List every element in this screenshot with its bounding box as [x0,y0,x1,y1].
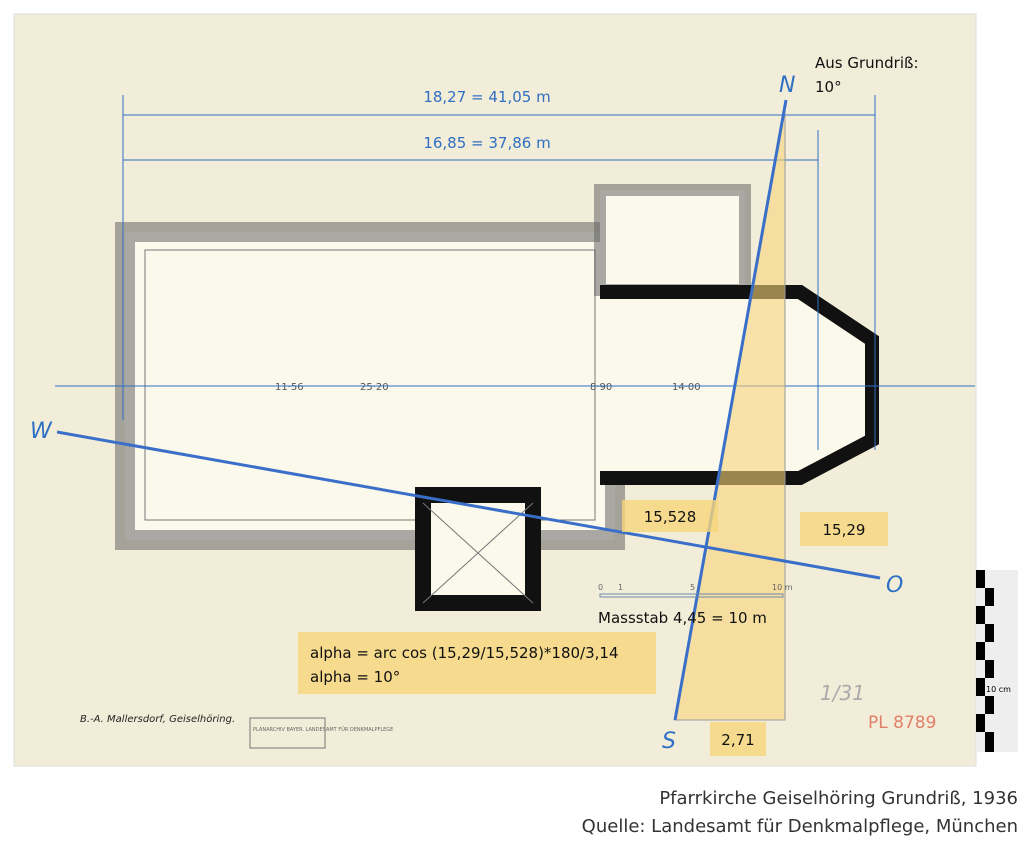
scale-tick: 5 [690,583,695,592]
plan-label: 25·20 [360,382,389,393]
formula-box [298,632,656,694]
note-label: Aus Grundriß: [815,54,919,72]
dimension-inner: 16,85 = 37,86 m [423,134,550,152]
north-south-line [673,99,788,721]
dimension-lines [55,95,975,450]
dimension-total: 18,27 = 41,05 m [423,88,550,106]
formula-result: alpha = 10° [310,668,400,686]
south-label: S [662,729,676,754]
caption-source: Quelle: Landesamt für Denkmalpflege, Mün… [581,816,1018,837]
handwritten-location: B.-A. Mallersdorf, Geiselhöring. [80,714,235,725]
scale-tick: 1 [618,583,623,592]
archive-stamp: PLANARCHIV BAYER. LANDESAMT FÜR DENKMALP… [253,726,393,733]
scale-tick: 10 m [772,583,793,592]
scale-bar [599,593,784,598]
ruler-label: 10 cm [986,685,1011,694]
opposite-value: 2,71 [721,731,754,749]
hypotenuse-value: 15,528 [644,508,697,526]
formula-line: alpha = arc cos (15,29/15,528)*180/3,14 [310,644,619,662]
scale-label: Massstab 4,45 = 10 m [598,609,767,627]
sheet-number: 1/31 [820,681,865,705]
west-label: W [30,419,53,444]
note-angle: 10° [815,78,842,96]
plan-label: 8·90 [590,382,612,393]
scale-tick: 0 [598,583,603,592]
west-east-line [56,430,881,580]
plan-label: 11·56 [275,382,304,393]
adjacent-value: 15,29 [823,521,866,539]
north-label: N [779,73,795,98]
plan-label: 14·00 [672,382,701,393]
east-label: O [886,573,903,598]
measuring-ruler: 10 cm [976,570,1018,752]
caption-title: Pfarrkirche Geiselhöring Grundriß, 1936 [659,788,1018,809]
plan-number: PL 8789 [868,713,936,733]
